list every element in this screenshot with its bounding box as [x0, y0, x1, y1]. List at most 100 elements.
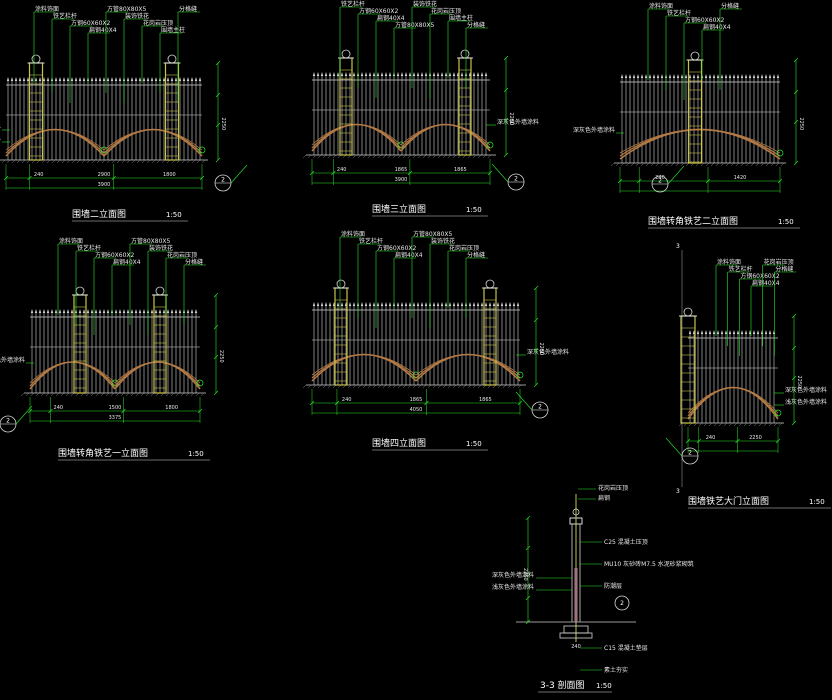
- ground-hatch: [322, 384, 327, 389]
- width-dimension-label: 1865: [395, 167, 408, 173]
- ground-hatch: [377, 154, 382, 159]
- picket-spear: [468, 302, 472, 306]
- ground-hatch: [730, 162, 735, 167]
- picket-spear: [512, 302, 516, 306]
- picket-spear: [432, 72, 436, 76]
- ground-hatch: [362, 384, 367, 389]
- wall-pillar: [152, 286, 168, 394]
- picket-spear: [444, 302, 448, 306]
- detail-bubble-number: 2: [221, 177, 225, 184]
- callout-label: 铁艺栏杆: [729, 265, 753, 273]
- ground-hatch: [130, 392, 135, 397]
- picket-spear: [126, 309, 130, 313]
- picket-spear: [388, 72, 392, 76]
- ground-hatch: [352, 384, 357, 389]
- dimension-tick: [791, 313, 797, 319]
- picket-spear: [480, 302, 484, 306]
- ground-hatch: [432, 384, 437, 389]
- ground-hatch: [447, 154, 452, 159]
- ornament-ring: [486, 141, 494, 149]
- ground-hatch: [156, 159, 161, 164]
- callout-label: 铁艺栏杆: [341, 0, 365, 8]
- picket-spear: [182, 77, 186, 81]
- picket-spear: [26, 77, 30, 81]
- picket-spear: [58, 309, 62, 313]
- callout-label: 分格缝: [775, 265, 793, 273]
- picket-spear: [30, 309, 34, 313]
- callout-label: 装饰铁花: [149, 244, 173, 252]
- picket-spear: [102, 309, 106, 313]
- elevation-drawing: 涂料饰面铁艺栏杆方钢60X60X2扁钢40X4方管80X80X5装饰铁花花岗岩压…: [0, 5, 248, 222]
- ground-hatch: [46, 159, 51, 164]
- width-dimension-label: 2900: [98, 172, 111, 178]
- picket-spear: [748, 330, 752, 334]
- ground-hatch: [402, 384, 407, 389]
- callout-label: 花岗岩压顶: [431, 7, 461, 15]
- picket-spear: [142, 309, 146, 313]
- ornament-ring: [516, 371, 524, 379]
- picket-spear: [364, 302, 368, 306]
- picket-spear: [500, 302, 504, 306]
- ground-hatch: [723, 422, 728, 427]
- picket-spear: [74, 77, 78, 81]
- wall-pillar: [686, 51, 704, 164]
- ground-hatch: [758, 422, 763, 427]
- picket-spear: [18, 77, 22, 81]
- picket-spear: [376, 72, 380, 76]
- ground-hatch: [352, 154, 357, 159]
- callout-label: 花岗岩压顶: [167, 251, 197, 259]
- dimension-tick: [215, 60, 221, 66]
- dimension-tick: [407, 170, 413, 176]
- height-dimension-label: 2250: [796, 376, 802, 389]
- callout-label: 扁钢40X4: [395, 251, 423, 259]
- ground-hatch: [437, 154, 442, 159]
- ground-hatch: [181, 159, 186, 164]
- callout-label: 分格缝: [179, 5, 197, 13]
- picket-spear: [448, 302, 452, 306]
- ground-hatch: [61, 159, 66, 164]
- callout-label: 铁艺栏杆: [53, 12, 77, 20]
- dimension-tick: [27, 408, 33, 414]
- picket-spear: [764, 74, 768, 78]
- ground-hatch: [317, 154, 322, 159]
- picket-spear: [90, 77, 94, 81]
- height-dimension-label: 2250: [538, 343, 544, 356]
- picket-spear: [126, 77, 130, 81]
- picket-spear: [736, 74, 740, 78]
- width-dimension-label: 240: [34, 172, 44, 178]
- ground-hatch: [175, 392, 180, 397]
- section-mark-label: 3: [676, 243, 680, 250]
- note-label: C25 混凝土压顶: [604, 538, 648, 546]
- dimension-tick: [793, 119, 799, 125]
- picket-spear: [6, 77, 10, 81]
- picket-spear: [396, 72, 400, 76]
- side-callout-label: 深灰色外墙涂料: [573, 126, 615, 134]
- dimension-tick: [705, 178, 711, 184]
- callout-label: 方钢60X60X2: [95, 251, 134, 259]
- width-dimension-label: 1865: [479, 397, 492, 403]
- dimension-tick: [424, 400, 429, 406]
- picket-spear: [348, 302, 352, 306]
- ground-hatch: [610, 162, 615, 167]
- dimension-tick: [793, 89, 799, 95]
- ground-hatch: [778, 422, 783, 427]
- ground-hatch: [322, 154, 327, 159]
- ground-hatch: [422, 154, 427, 159]
- picket-spear: [492, 302, 496, 306]
- ground-hatch: [151, 159, 156, 164]
- leader-line: [665, 437, 683, 457]
- ground-hatch: [482, 154, 487, 159]
- height-dimension-label: 2250: [218, 350, 224, 363]
- ground-hatch: [708, 422, 713, 427]
- ground-hatch: [625, 162, 630, 167]
- picket-spear: [82, 77, 86, 81]
- ground-hatch: [25, 392, 30, 397]
- picket-spear: [166, 77, 170, 81]
- dimension-tick: [533, 347, 539, 353]
- width-dimension-label: 1800: [165, 405, 178, 411]
- ground-hatch: [60, 392, 65, 397]
- callout-label: 涂料饰面: [717, 258, 741, 266]
- ground-hatch: [170, 392, 175, 397]
- picket-spear: [396, 302, 400, 306]
- picket-spear: [102, 77, 106, 81]
